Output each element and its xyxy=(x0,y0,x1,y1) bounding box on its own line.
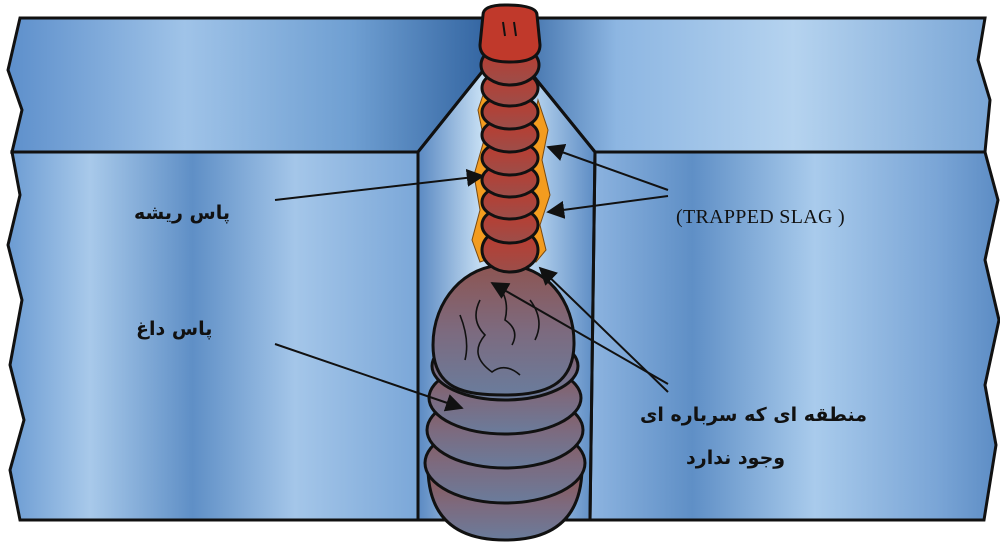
label-root-pass: پاس ریشه xyxy=(134,202,230,224)
label-trapped-slag: (TRAPPED SLAG ) xyxy=(676,206,845,229)
label-no-slag-line2: وجود ندارد xyxy=(686,447,785,469)
root-pass-bead-stack xyxy=(480,5,540,272)
root-bead-top xyxy=(480,5,540,62)
label-hot-pass: پاس داغ xyxy=(136,318,212,340)
label-no-slag-line1: منطقه ای که سرباره ای xyxy=(640,404,867,426)
